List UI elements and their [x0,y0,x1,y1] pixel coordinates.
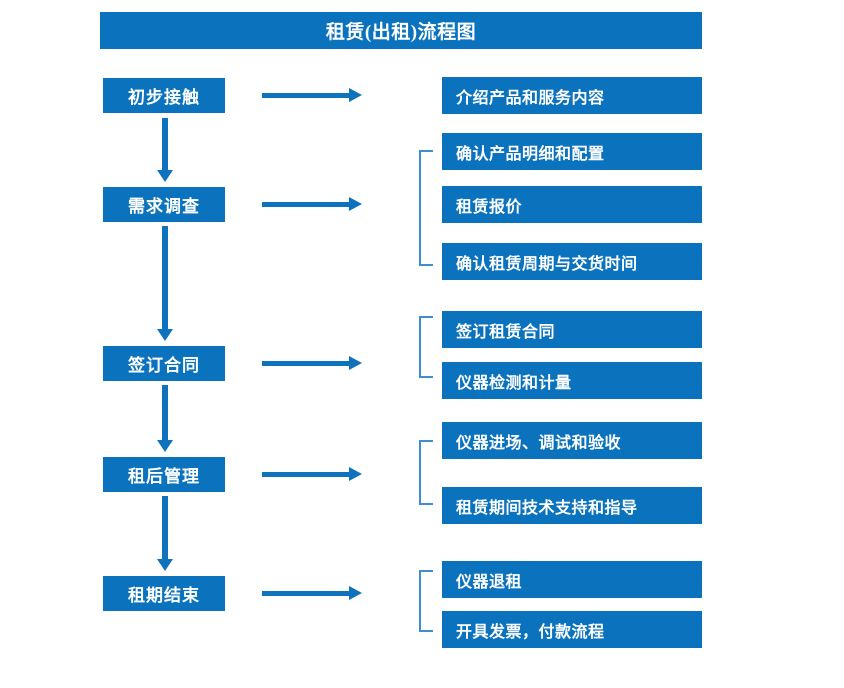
group-bracket-2 [419,316,433,378]
horizontal-arrow-3 [262,356,362,370]
stage-box-5[interactable]: 租期结束 [103,576,225,611]
arrow-shaft [262,472,350,477]
detail-box-8[interactable]: 租赁期间技术支持和指导 [442,487,702,524]
detail-box-9[interactable]: 仪器退租 [442,561,702,598]
arrow-head [349,356,362,370]
detail-box-5[interactable]: 签订租赁合同 [442,311,702,348]
horizontal-arrow-2 [262,197,362,211]
arrow-shaft [162,118,168,170]
arrow-head [349,586,362,600]
arrow-head [349,467,362,481]
arrow-shaft [262,93,350,98]
detail-box-7[interactable]: 仪器进场、调试和验收 [442,422,702,459]
arrow-shaft [262,361,350,366]
vertical-arrow-4 [157,496,173,571]
arrow-head [157,559,173,571]
detail-box-1[interactable]: 介绍产品和服务内容 [442,77,702,114]
page-title: 租赁(出租)流程图 [100,12,702,49]
arrow-head [157,440,173,452]
arrow-shaft [262,591,350,596]
horizontal-arrow-1 [262,88,362,102]
detail-box-4[interactable]: 确认租赁周期与交货时间 [442,243,702,280]
arrow-head [157,170,173,182]
vertical-arrow-3 [157,385,173,452]
arrow-shaft [162,385,168,440]
stage-box-1[interactable]: 初步接触 [103,78,225,113]
group-bracket-1 [419,150,433,266]
arrow-head [349,88,362,102]
horizontal-arrow-5 [262,586,362,600]
detail-box-10[interactable]: 开具发票，付款流程 [442,611,702,648]
horizontal-arrow-4 [262,467,362,481]
stage-box-2[interactable]: 需求调查 [103,187,225,222]
arrow-shaft [162,226,168,329]
arrow-shaft [162,496,168,559]
group-bracket-3 [419,440,433,505]
arrow-head [157,329,173,341]
detail-box-2[interactable]: 确认产品明细和配置 [442,133,702,170]
group-bracket-4 [419,570,433,632]
stage-box-3[interactable]: 签订合同 [103,346,225,381]
stage-box-4[interactable]: 租后管理 [103,457,225,492]
arrow-head [349,197,362,211]
vertical-arrow-1 [157,118,173,182]
detail-box-6[interactable]: 仪器检测和计量 [442,362,702,399]
vertical-arrow-2 [157,226,173,341]
arrow-shaft [262,202,350,207]
detail-box-3[interactable]: 租赁报价 [442,186,702,223]
